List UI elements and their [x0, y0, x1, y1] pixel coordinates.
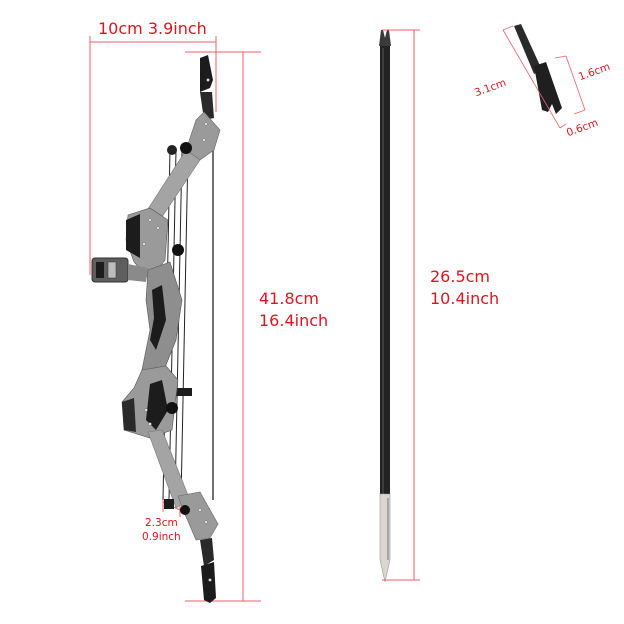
arrow-length-label-cm: 26.5cm: [430, 267, 491, 286]
bow-width-label: 10cm 3.9inch: [98, 19, 207, 38]
compound-bow: [91, 55, 221, 603]
cam-width-label-inch: 0.9inch: [142, 531, 181, 543]
nock-detail: [514, 24, 562, 114]
bow-height-label-cm: 41.8cm: [259, 289, 320, 308]
arrow: [379, 30, 391, 583]
arrow-length-label-inch: 10.4inch: [430, 289, 500, 308]
arrow-dimension-lines: [382, 29, 420, 581]
bow-dimension-lines: [89, 36, 261, 602]
cam-width-label-cm: 2.3cm: [145, 517, 178, 529]
bow-height-label-inch: 16.4inch: [259, 311, 329, 330]
nock-dimension-lines: [502, 25, 586, 129]
